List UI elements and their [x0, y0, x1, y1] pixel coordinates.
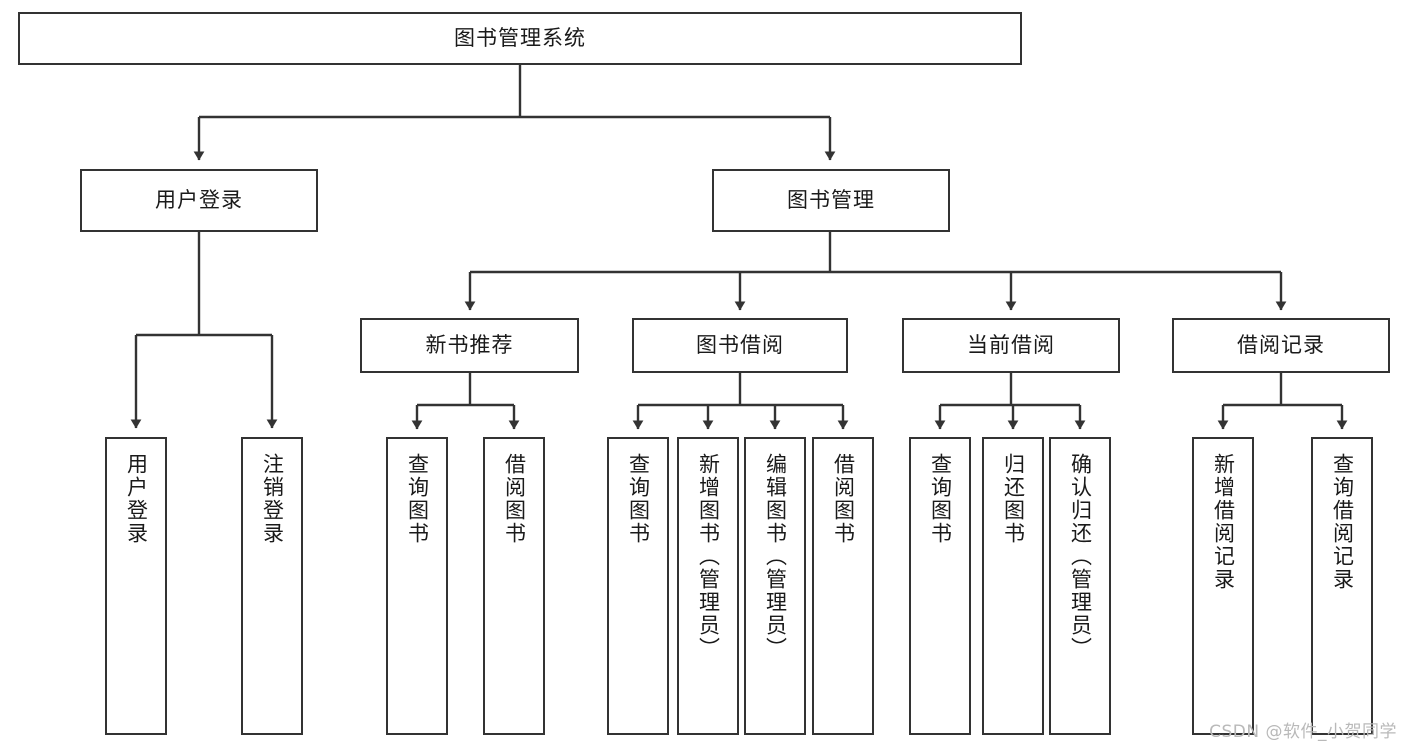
node-leaf-query-book-cur-label: 查询图书: [928, 453, 953, 545]
node-leaf-query-record[interactable]: 查询借阅记录: [1311, 437, 1373, 735]
node-leaf-return-book-label: 归还图书: [1001, 453, 1026, 545]
node-leaf-borrow-book-rec-label: 借阅图书: [502, 453, 527, 545]
node-leaf-add-book-label: 新增图书（管理员）: [696, 453, 721, 660]
node-leaf-query-record-label: 查询借阅记录: [1330, 453, 1355, 591]
node-leaf-add-book[interactable]: 新增图书（管理员）: [677, 437, 739, 735]
node-leaf-user-login-label: 用户登录: [124, 453, 149, 545]
node-leaf-borrow-book-label: 借阅图书: [831, 453, 856, 545]
node-leaf-confirm-return-label: 确认归还（管理员）: [1068, 453, 1093, 660]
node-leaf-return-book[interactable]: 归还图书: [982, 437, 1044, 735]
node-current-borrow[interactable]: 当前借阅: [902, 318, 1120, 373]
node-borrow-record[interactable]: 借阅记录: [1172, 318, 1390, 373]
node-book-borrow[interactable]: 图书借阅: [632, 318, 848, 373]
node-leaf-edit-book[interactable]: 编辑图书（管理员）: [744, 437, 806, 735]
node-leaf-query-book-borrow[interactable]: 查询图书: [607, 437, 669, 735]
node-leaf-add-record-label: 新增借阅记录: [1211, 453, 1236, 591]
node-leaf-user-login[interactable]: 用户登录: [105, 437, 167, 735]
node-leaf-logout[interactable]: 注销登录: [241, 437, 303, 735]
node-leaf-borrow-book[interactable]: 借阅图书: [812, 437, 874, 735]
node-book-borrow-label: 图书借阅: [696, 332, 784, 357]
node-new-book-rec-label: 新书推荐: [425, 332, 514, 357]
node-leaf-edit-book-label: 编辑图书（管理员）: [763, 453, 788, 660]
node-new-book-rec[interactable]: 新书推荐: [360, 318, 579, 373]
node-leaf-query-book-rec-label: 查询图书: [405, 453, 430, 545]
node-book-manage-label: 图书管理: [787, 187, 875, 212]
node-user-login-label: 用户登录: [155, 187, 243, 212]
node-book-manage[interactable]: 图书管理: [712, 169, 950, 232]
node-current-borrow-label: 当前借阅: [967, 332, 1055, 357]
node-root-label: 图书管理系统: [454, 25, 586, 50]
node-root[interactable]: 图书管理系统: [18, 12, 1022, 65]
node-leaf-confirm-return[interactable]: 确认归还（管理员）: [1049, 437, 1111, 735]
node-user-login[interactable]: 用户登录: [80, 169, 318, 232]
node-leaf-add-record[interactable]: 新增借阅记录: [1192, 437, 1254, 735]
node-leaf-query-book-rec[interactable]: 查询图书: [386, 437, 448, 735]
node-leaf-query-book-cur[interactable]: 查询图书: [909, 437, 971, 735]
csdn-watermark: CSDN @软件_小贺同学: [1209, 722, 1397, 742]
node-borrow-record-label: 借阅记录: [1237, 332, 1325, 357]
node-leaf-borrow-book-rec[interactable]: 借阅图书: [483, 437, 545, 735]
node-leaf-query-book-borrow-label: 查询图书: [626, 453, 651, 545]
node-leaf-logout-label: 注销登录: [260, 453, 285, 545]
